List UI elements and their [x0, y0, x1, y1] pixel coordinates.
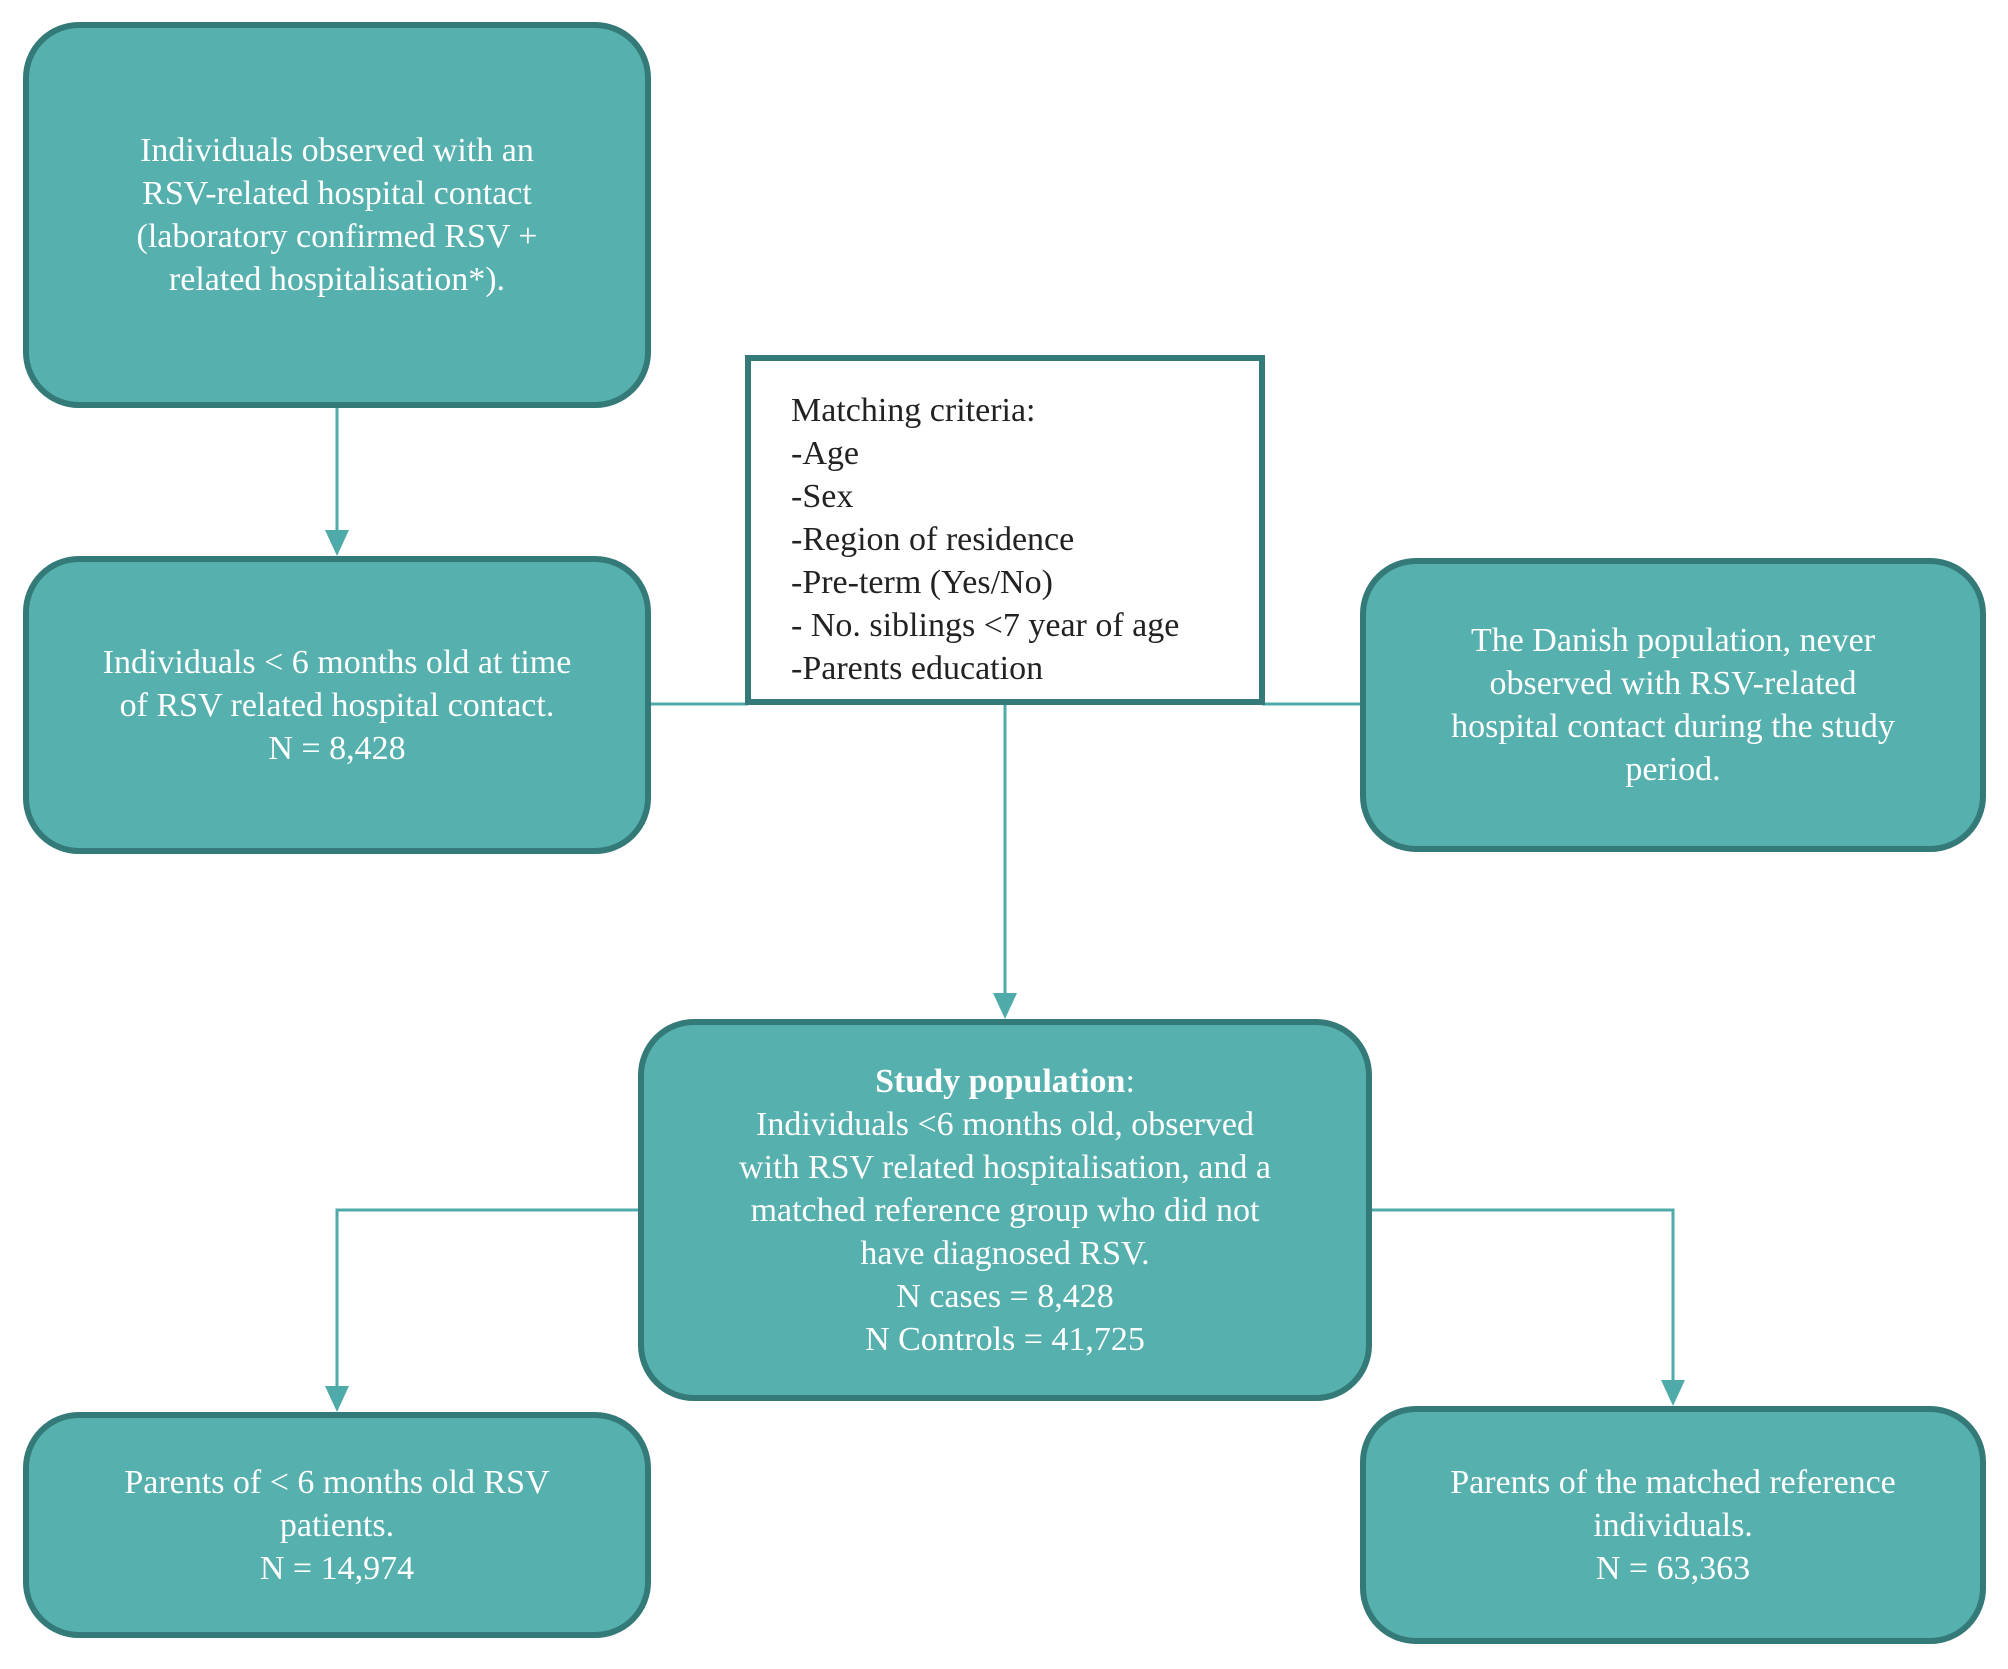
box-count: N = 14,974: [259, 1549, 415, 1587]
arrowhead-parents-cases: [325, 1386, 349, 1412]
box-parents-controls: Parents of the matched reference individ…: [1360, 1406, 1986, 1644]
box-text-line: Parents of the matched reference: [1450, 1463, 1896, 1501]
box-text-line: The Danish population, never: [1470, 622, 1876, 659]
box-text-line: Individuals observed with an: [140, 132, 534, 169]
box-count: N cases = 8,428: [896, 1277, 1114, 1315]
matching-criterion: -Age: [791, 435, 859, 472]
arrowhead-study: [993, 993, 1017, 1019]
box-text-line: Individuals <6 months old, observed: [756, 1105, 1254, 1143]
matching-criteria-title: Matching criteria:: [791, 392, 1036, 429]
box-text-line: have diagnosed RSV.: [860, 1234, 1150, 1272]
box-text-line: patients.: [279, 1506, 395, 1544]
box-text-line: Parents of < 6 months old RSV: [124, 1463, 550, 1501]
matching-criteria-box: Matching criteria: -Age -Sex -Region of …: [745, 355, 1265, 705]
box-text-line: hospital contact during the study: [1451, 708, 1895, 745]
box-count: N = 63,363: [1595, 1549, 1751, 1587]
box-text-line: period.: [1625, 751, 1721, 788]
matching-criterion: -Region of residence: [791, 521, 1075, 558]
box-text-line: with RSV related hospitalisation, and a: [739, 1148, 1271, 1186]
matching-criterion: -Parents education: [791, 650, 1044, 687]
box-text-line: observed with RSV-related: [1489, 665, 1857, 702]
box-text-line: of RSV related hospital contact.: [119, 686, 555, 724]
box-parents-cases: Parents of < 6 months old RSV patients. …: [23, 1412, 651, 1638]
box-text-line: related hospitalisation*).: [168, 261, 506, 298]
box-under-6-months: Individuals < 6 months old at time of RS…: [23, 556, 651, 854]
box-rsv-hospital-contact: Individuals observed with an RSV-related…: [23, 22, 651, 408]
box-count: N Controls = 41,725: [865, 1320, 1145, 1358]
box-danish-population: The Danish population, never observed wi…: [1360, 558, 1986, 852]
arrowhead-under6: [325, 530, 349, 556]
box-count: N = 8,428: [268, 729, 406, 767]
study-population-heading-suffix: :: [1125, 1062, 1135, 1100]
box-text-line: (laboratory confirmed RSV +: [136, 218, 538, 255]
arrow-study-to-parents-cases: [335, 1208, 640, 1386]
box-study-population: Study population: Individuals <6 months …: [638, 1019, 1372, 1401]
study-population-heading-line: Study population:: [875, 1060, 1135, 1103]
matching-criterion: -Pre-term (Yes/No): [791, 564, 1053, 601]
matching-criterion: -Sex: [791, 478, 854, 515]
box-text-line: RSV-related hospital contact: [142, 175, 532, 212]
arrow-study-to-parents-controls: [1370, 1208, 1675, 1380]
box-text-line: individuals.: [1593, 1506, 1753, 1544]
study-population-heading: Study population: [875, 1062, 1126, 1100]
box-text-line: Individuals < 6 months old at time: [102, 643, 572, 681]
box-text-line: matched reference group who did not: [750, 1191, 1260, 1229]
matching-criterion: - No. siblings <7 year of age: [791, 607, 1180, 644]
arrowhead-parents-controls: [1661, 1380, 1685, 1406]
